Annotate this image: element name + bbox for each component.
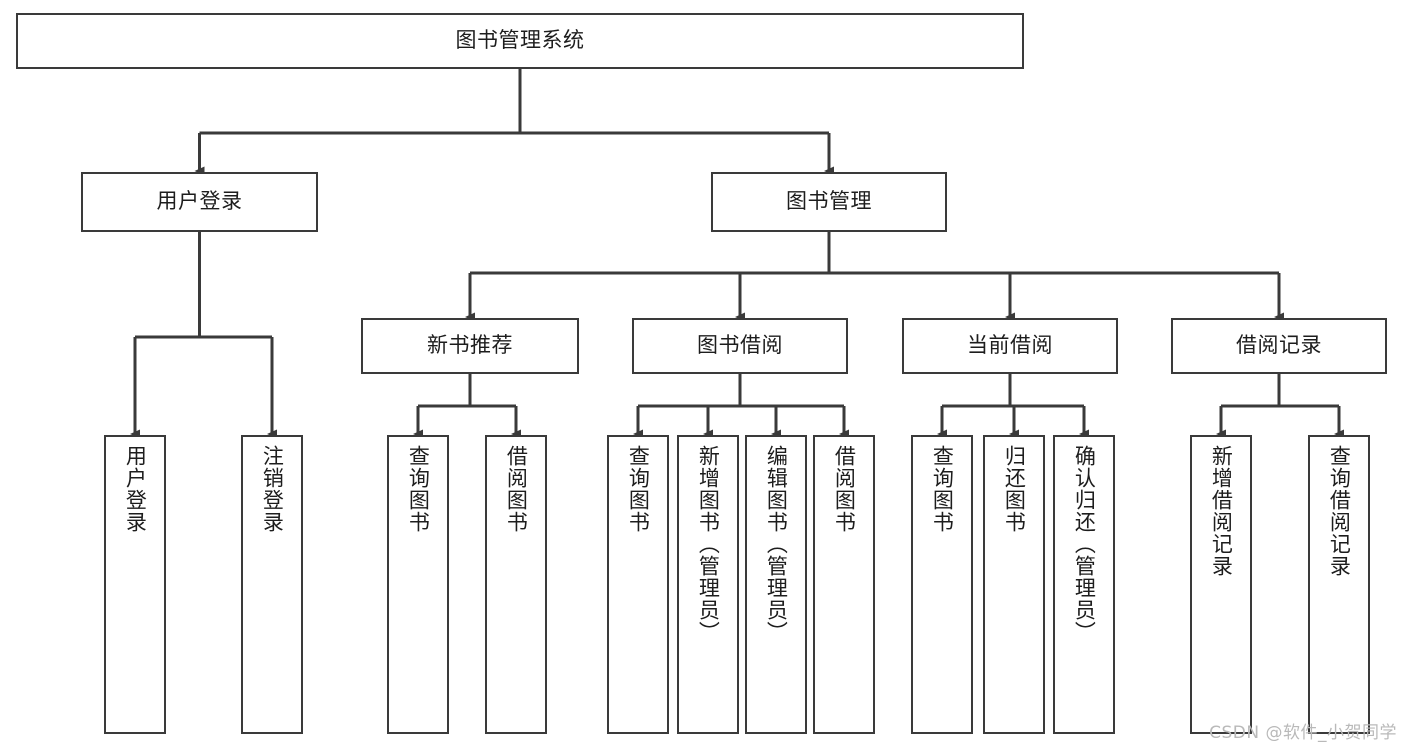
node-book-manage[interactable]: 图书管理 bbox=[711, 172, 947, 232]
node-book-borrow[interactable]: 图书借阅 bbox=[632, 318, 848, 374]
node-leaf-add-book[interactable]: 新增图书（管理员） bbox=[677, 435, 739, 734]
node-current-borrow[interactable]: 当前借阅 bbox=[902, 318, 1118, 374]
node-leaf-logout[interactable]: 注销登录 bbox=[241, 435, 303, 734]
node-label: 新增借阅记录 bbox=[1209, 445, 1234, 577]
node-label: 图书管理 bbox=[786, 189, 872, 214]
node-leaf-query-book-3[interactable]: 查询图书 bbox=[911, 435, 973, 734]
node-leaf-confirm-return[interactable]: 确认归还（管理员） bbox=[1053, 435, 1115, 734]
node-leaf-edit-book[interactable]: 编辑图书（管理员） bbox=[745, 435, 807, 734]
node-label: 借阅记录 bbox=[1236, 333, 1322, 358]
node-label: 新书推荐 bbox=[427, 333, 513, 358]
node-label: 查询图书 bbox=[930, 445, 955, 533]
node-borrow-record[interactable]: 借阅记录 bbox=[1171, 318, 1387, 374]
node-leaf-return-book[interactable]: 归还图书 bbox=[983, 435, 1045, 734]
node-label: 图书借阅 bbox=[697, 333, 783, 358]
node-label: 用户登录 bbox=[123, 445, 148, 533]
node-label: 查询图书 bbox=[626, 445, 651, 533]
node-leaf-borrow-book-1[interactable]: 借阅图书 bbox=[485, 435, 547, 734]
node-leaf-add-record[interactable]: 新增借阅记录 bbox=[1190, 435, 1252, 734]
node-label: 查询图书 bbox=[406, 445, 431, 533]
node-user-login[interactable]: 用户登录 bbox=[81, 172, 318, 232]
node-root[interactable]: 图书管理系统 bbox=[16, 13, 1024, 69]
watermark-label: CSDN @软件_小贺同学 bbox=[1209, 723, 1397, 743]
node-leaf-query-book-1[interactable]: 查询图书 bbox=[387, 435, 449, 734]
node-label: 图书管理系统 bbox=[455, 28, 585, 53]
node-label: 当前借阅 bbox=[967, 333, 1053, 358]
node-label: 借阅图书 bbox=[504, 445, 529, 533]
node-label: 用户登录 bbox=[156, 189, 243, 214]
node-leaf-borrow-book-2[interactable]: 借阅图书 bbox=[813, 435, 875, 734]
node-leaf-user-login[interactable]: 用户登录 bbox=[104, 435, 166, 734]
node-label: 借阅图书 bbox=[832, 445, 857, 533]
node-label: 查询借阅记录 bbox=[1327, 445, 1352, 577]
node-label: 编辑图书（管理员） bbox=[764, 445, 789, 643]
node-label: 新增图书（管理员） bbox=[696, 445, 721, 643]
node-new-book-rec[interactable]: 新书推荐 bbox=[361, 318, 579, 374]
node-leaf-query-book-2[interactable]: 查询图书 bbox=[607, 435, 669, 734]
node-leaf-query-record[interactable]: 查询借阅记录 bbox=[1308, 435, 1370, 734]
node-label: 注销登录 bbox=[260, 445, 285, 533]
node-label: 归还图书 bbox=[1002, 445, 1027, 533]
node-label: 确认归还（管理员） bbox=[1072, 445, 1097, 643]
